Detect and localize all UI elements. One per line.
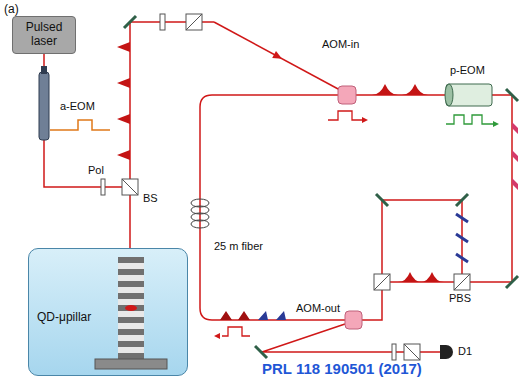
pulse: [220, 311, 250, 320]
mirror: [376, 194, 388, 206]
citation: PRL 118 190501 (2017): [262, 360, 422, 377]
pbs-cube: [454, 274, 470, 290]
cube-diagonal: [454, 274, 470, 290]
pulse: [456, 214, 468, 262]
waveplate: [392, 344, 396, 360]
part-label: Pol: [88, 164, 104, 177]
control-pulse: [446, 115, 494, 124]
mirror: [506, 89, 518, 101]
part-label: BS: [143, 192, 158, 205]
mirror-layer: [118, 293, 144, 299]
pulse: [117, 42, 130, 160]
part-label: 25 m fiber: [214, 240, 263, 253]
beam-splitter: [122, 179, 138, 195]
pulse: [512, 122, 518, 190]
mirror-layer: [118, 317, 144, 323]
arrow-head: [272, 51, 282, 59]
beam: [214, 22, 340, 90]
mirror-layer: [118, 347, 144, 353]
mirror-layer: [118, 329, 144, 335]
part-label: PBS: [449, 292, 471, 305]
laser-box: Pulsed laser: [12, 16, 76, 54]
mirror: [506, 276, 518, 288]
box-label: Pulsed laser: [19, 21, 69, 49]
mirror-layer: [118, 299, 144, 305]
cube-diagonal: [404, 344, 420, 360]
part-label: AOM-out: [296, 302, 340, 315]
p-eom: [446, 84, 492, 106]
mirror-layer: [118, 323, 144, 329]
part-label: a-EOM: [60, 100, 95, 113]
eom-device: [39, 72, 49, 140]
cube-diagonal: [186, 14, 202, 30]
cryostat: QD-μpillar: [28, 248, 188, 376]
mirror: [456, 194, 468, 206]
p-eom-end: [445, 84, 453, 106]
rf-signal: [50, 120, 110, 130]
pulse: [372, 84, 428, 95]
quantum-dot: [125, 305, 137, 311]
eom-cap: [41, 66, 47, 74]
box-label: QD-μpillar: [37, 311, 91, 325]
part-label: p-EOM: [450, 64, 485, 77]
beam: [362, 290, 382, 320]
mirror-layer: [118, 263, 144, 269]
mirror-layer: [118, 311, 144, 317]
pulse: [398, 272, 444, 282]
cube-diagonal: [374, 274, 390, 290]
aom-out: [345, 311, 362, 329]
part-label: (a): [4, 3, 19, 17]
pbs-cube: [374, 274, 390, 290]
fiber-coil: [191, 220, 209, 228]
mirror-layer: [118, 341, 144, 347]
part-label: D1: [458, 345, 472, 358]
polarizing-cube: [186, 14, 202, 30]
arrow-head: [493, 121, 499, 127]
polarizing-cube: [404, 344, 420, 360]
delay-line: [382, 200, 462, 274]
arrow-head: [214, 333, 220, 339]
detector-symbol: [440, 345, 453, 359]
mirror-layer: [118, 281, 144, 287]
cube-diagonal: [122, 179, 138, 195]
control-pulse: [222, 327, 250, 336]
mirror-layer: [118, 275, 144, 281]
mirror-layer: [118, 257, 144, 263]
control-pulse: [328, 111, 364, 120]
mirror: [255, 346, 267, 358]
mirror: [124, 16, 136, 28]
arrow-head: [362, 117, 368, 123]
mirror-layer: [118, 269, 144, 275]
substrate: [95, 359, 167, 369]
aom-in: [338, 86, 356, 104]
mirror-layer: [118, 353, 144, 359]
mirror-layer: [118, 335, 144, 341]
mirror-layer: [118, 305, 144, 311]
part-label: AOM-in: [322, 38, 359, 51]
laser-beam: [44, 54, 130, 248]
pulse: [258, 311, 286, 320]
fiber-loop: [200, 95, 512, 320]
polarizer: [101, 179, 105, 195]
mirror-layer: [118, 287, 144, 293]
waveplate: [160, 14, 165, 30]
